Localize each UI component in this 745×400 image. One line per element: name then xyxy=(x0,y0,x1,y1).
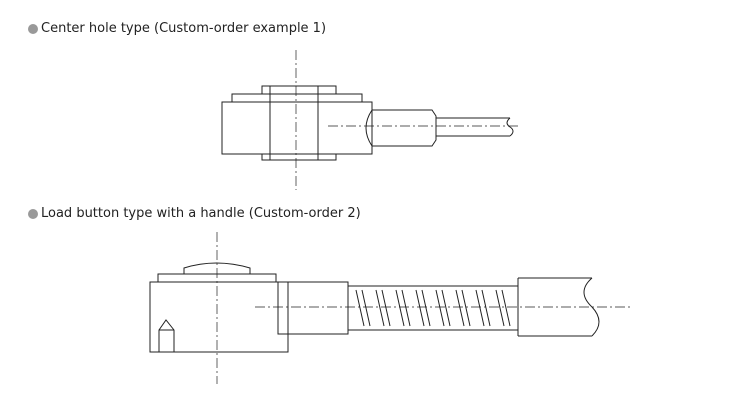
center-hole-load-cell-drawing xyxy=(221,50,520,190)
cell-body xyxy=(221,101,373,155)
cell-top-rim xyxy=(261,85,337,95)
bullet-icon xyxy=(28,23,38,34)
cable-gland xyxy=(371,109,437,147)
spring-envelope xyxy=(347,285,519,331)
cell-body xyxy=(149,281,289,353)
mount-pin xyxy=(158,319,175,352)
bullet-icon xyxy=(28,208,38,219)
cell-bottom-rim xyxy=(261,153,337,161)
cable-break xyxy=(506,117,514,137)
load-button-handle-drawing xyxy=(149,232,632,384)
section-heading-center-hole: Center hole type (Custom-order example 1… xyxy=(28,21,326,36)
heading-text: Center hole type (Custom-order example 1… xyxy=(41,21,327,36)
spring-coils xyxy=(355,289,511,327)
section-heading-load-button: Load button type with a handle (Custom-o… xyxy=(28,206,361,221)
gland-curve xyxy=(365,109,373,147)
heading-text: Load button type with a handle (Custom-o… xyxy=(41,206,361,221)
cell-top-flange xyxy=(231,93,363,103)
